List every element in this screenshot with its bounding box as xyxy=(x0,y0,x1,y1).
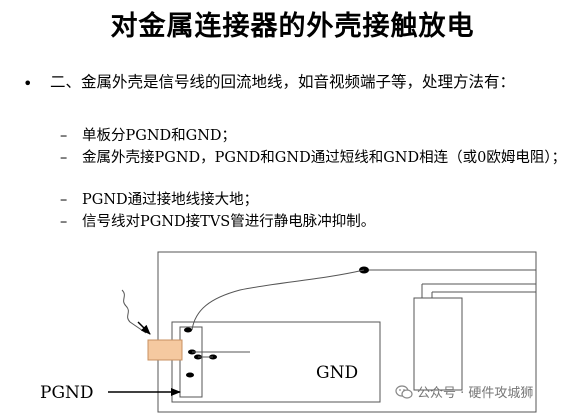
right-connector xyxy=(413,297,463,391)
dash-marker: – xyxy=(60,150,68,166)
watermark-text: 公众号 · 硬件攻城狮 xyxy=(417,386,534,401)
sub-item: – PGND通过接地线接大地； xyxy=(60,190,575,210)
metal-shell-connector xyxy=(147,339,183,361)
pgnd-node xyxy=(184,327,192,333)
gnd-area xyxy=(171,321,381,403)
sub-item-text: 信号线对PGND接TVS管进行静电脉冲抑制。 xyxy=(82,214,376,230)
sub-item: – 金属外壳接PGND，PGND和GND通过短线和GND相连（或0欧姆电阻）； xyxy=(60,148,575,168)
sub-item: – 单板分PGND和GND； xyxy=(60,126,575,146)
wechat-icon xyxy=(395,384,413,399)
watermark: 公众号 · 硬件攻城狮 xyxy=(395,382,533,401)
pgnd-label: PGND xyxy=(40,383,94,403)
esd-spark-icon xyxy=(121,289,147,334)
ground-wire-curve xyxy=(191,269,365,331)
sub-item-text: PGND通过接地线接大地； xyxy=(82,192,259,208)
dash-marker: – xyxy=(60,128,68,144)
bullet-text: 二、金属外壳是信号线的回流地线，如音视频端子等，处理方法有： xyxy=(50,73,516,91)
sub-item-text: 金属外壳接PGND，PGND和GND通过短线和GND相连（或0欧姆电阻）； xyxy=(82,150,567,166)
dash-marker: – xyxy=(60,214,68,230)
pgnd-region xyxy=(179,326,203,398)
esd-arrow xyxy=(137,321,151,335)
gnd-label: GND xyxy=(316,363,358,383)
dash-marker: – xyxy=(60,192,68,208)
page-title: 对金属连接器的外壳接触放电 xyxy=(110,11,475,42)
bullet-marker: • xyxy=(23,74,33,93)
sub-item: – 信号线对PGND接TVS管进行静电脉冲抑制。 xyxy=(60,212,575,232)
sub-item-text: 单板分PGND和GND； xyxy=(82,128,237,144)
pgnd-node xyxy=(186,372,194,378)
outer-board xyxy=(157,251,537,413)
